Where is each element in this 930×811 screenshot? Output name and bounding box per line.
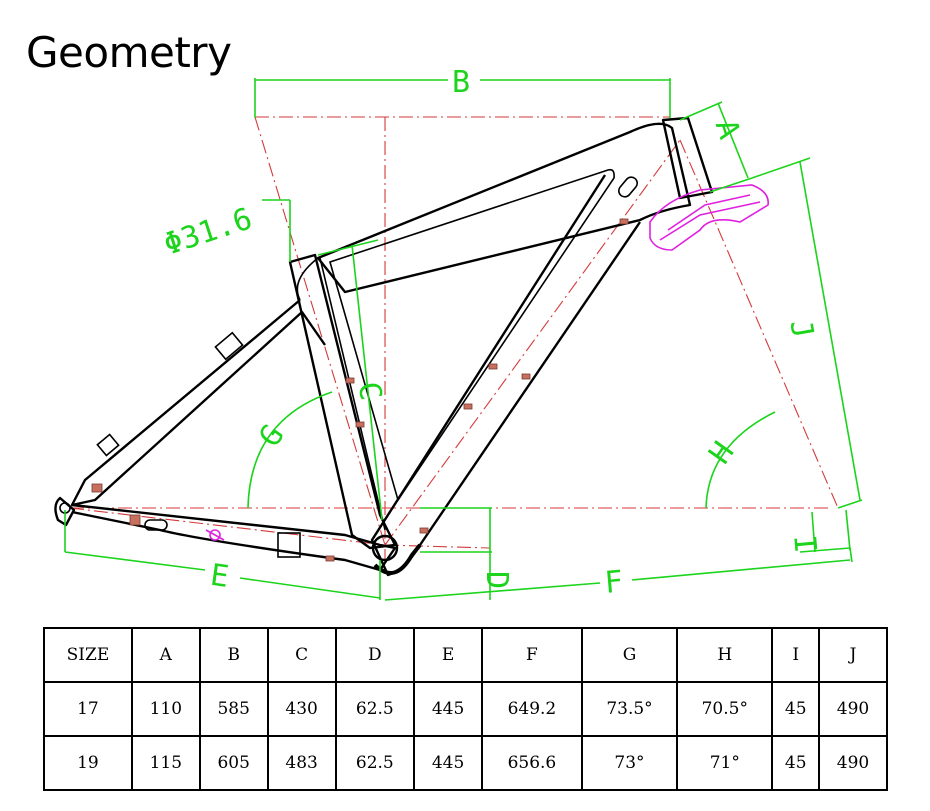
label-c: C (351, 379, 389, 403)
label-d: D (479, 571, 514, 589)
table-cell: 115 (130, 735, 201, 791)
table-cell: 656.6 (480, 735, 583, 791)
bike-frame (54, 116, 714, 577)
page-title: Geometry (26, 28, 232, 77)
table-cell: 45 (771, 681, 821, 737)
label-a: A (708, 115, 747, 143)
dimension-lines (64, 78, 863, 601)
table-header-cell: G (580, 627, 679, 683)
table-header-cell: F (480, 627, 583, 683)
table-cell: 605 (198, 735, 269, 791)
table-header-cell: J (818, 627, 888, 683)
table-cell: 649.2 (480, 681, 583, 737)
table-cell: 19 (43, 735, 133, 791)
table-cell: 110 (130, 681, 201, 737)
label-i: I (786, 534, 822, 555)
table-header-row: SIZE A B C D E F G H I J (43, 627, 888, 683)
table-cell: 445 (413, 681, 483, 737)
table-header-cell: B (198, 627, 269, 683)
table-cell: 490 (818, 681, 888, 737)
table-header-cell: E (413, 627, 483, 683)
table-header-cell: SIZE (43, 627, 133, 683)
table-header-cell: H (676, 627, 774, 683)
table-cell: 62.5 (334, 681, 416, 737)
frame-geometry-diagram: B A J Φ31.6 C G H I D E F (54, 65, 863, 601)
table-cell: 445 (413, 735, 483, 791)
seatpost-diameter-label: Φ31.6 (160, 201, 257, 262)
table-cell: 73.5° (580, 681, 679, 737)
label-b: B (452, 65, 470, 100)
label-e: E (208, 558, 231, 595)
table-cell: 490 (818, 735, 888, 791)
table-cell: 73° (580, 735, 679, 791)
table-header-cell: A (130, 627, 201, 683)
table-cell: 17 (43, 681, 133, 737)
table-row: 17 110 585 430 62.5 445 649.2 73.5° 70.5… (43, 681, 888, 737)
table-cell: 71° (676, 735, 774, 791)
label-h: H (702, 436, 741, 471)
table-cell: 585 (198, 681, 269, 737)
table-header-cell: C (266, 627, 337, 683)
table-header-cell: D (334, 627, 416, 683)
table-cell: 45 (771, 735, 821, 791)
geometry-table: SIZE A B C D E F G H I J 17 110 585 430 … (43, 627, 888, 791)
label-f: F (603, 564, 624, 600)
table-row: 19 115 605 483 62.5 445 656.6 73° 71° 45… (43, 735, 888, 791)
table-cell: 430 (266, 681, 337, 737)
table-cell: 70.5° (676, 681, 774, 737)
table-header-cell: I (771, 627, 821, 683)
fork-crown (205, 184, 769, 541)
table-cell: 483 (266, 735, 337, 791)
label-j: J (783, 317, 821, 341)
table-cell: 62.5 (334, 735, 416, 791)
label-g: G (252, 419, 291, 454)
